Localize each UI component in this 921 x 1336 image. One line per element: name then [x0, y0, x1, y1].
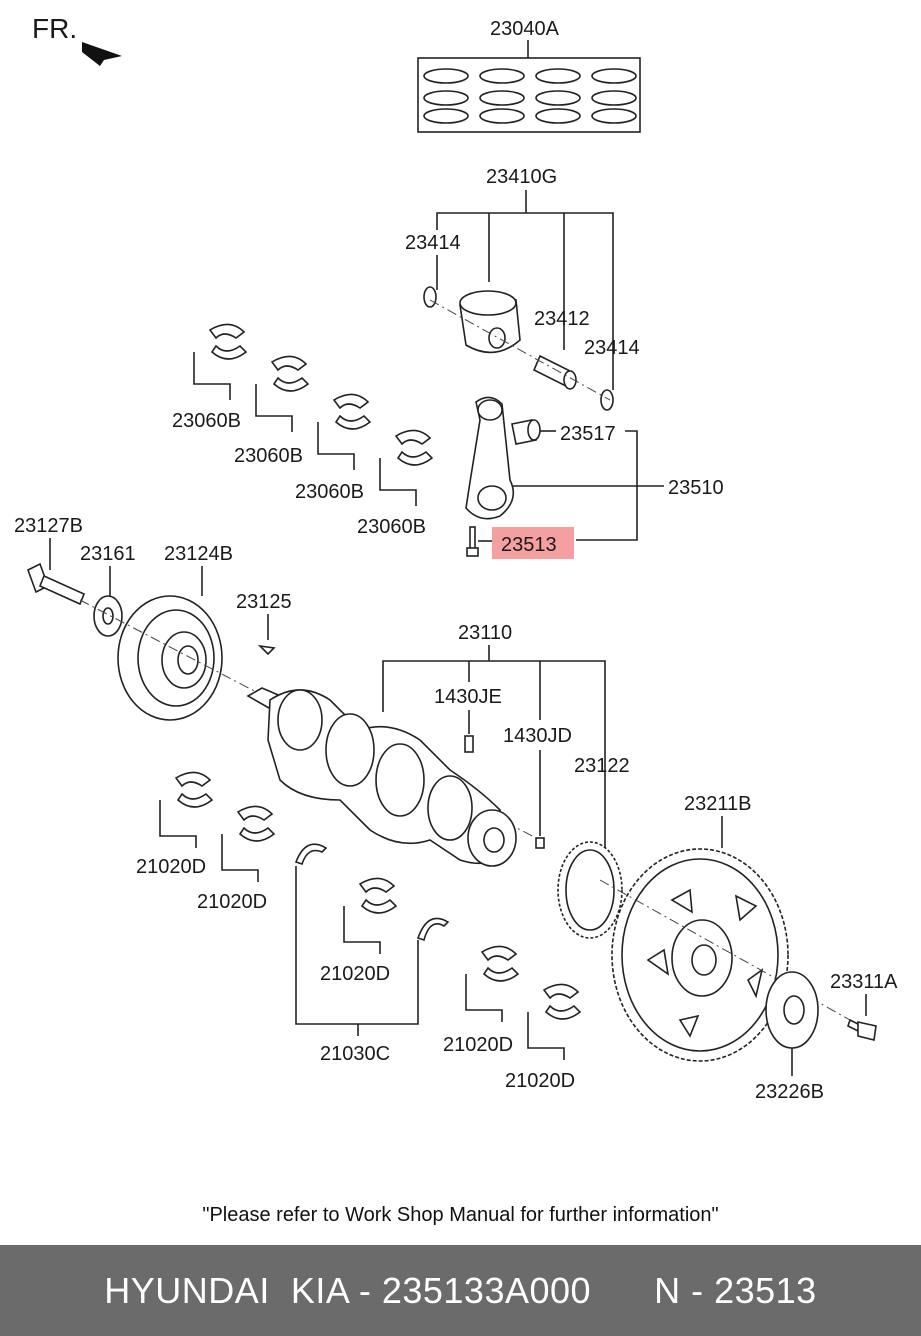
- crankshaft-icon: [246, 687, 517, 867]
- orientation-label: FR.: [32, 13, 77, 44]
- part-label-23510[interactable]: 23510: [668, 477, 724, 499]
- part-label-21020D-1[interactable]: 21020D: [136, 856, 206, 878]
- part-label-21020D-5[interactable]: 21020D: [505, 1070, 575, 1092]
- footer-bar: HYUNDAI KIA - 235133A000 N - 23513: [0, 1245, 921, 1336]
- part-label-23122[interactable]: 23122: [574, 755, 630, 777]
- pilot-pin-icon: [535, 837, 545, 849]
- reluctor-ring-icon: [557, 841, 623, 939]
- dowel-pin-icon: [464, 735, 474, 753]
- bearing-shells-23060B: [193, 323, 434, 506]
- bushing-icon: [511, 419, 541, 445]
- part-label-21020D-4[interactable]: 21020D: [443, 1034, 513, 1056]
- part-label-1430JD[interactable]: 1430JD: [503, 725, 572, 747]
- rod-bolt-icon: [466, 526, 479, 557]
- main-bearing-shells-21020D: [159, 771, 582, 1060]
- piston-rings-icon: [423, 68, 637, 124]
- part-label-23517[interactable]: 23517: [560, 423, 616, 445]
- part-label-23127B[interactable]: 23127B: [14, 515, 83, 537]
- part-label-23412[interactable]: 23412: [534, 308, 590, 330]
- thrust-washers-icon: [294, 843, 450, 942]
- snap-ring-left-icon: [423, 286, 437, 308]
- footer-spacer: [591, 1270, 654, 1312]
- part-label-23161[interactable]: 23161: [80, 543, 136, 565]
- crank-bolt-icon: [27, 562, 86, 606]
- part-label-23125[interactable]: 23125: [236, 591, 292, 613]
- part-label-1430JE[interactable]: 1430JE: [434, 686, 502, 708]
- snap-ring-right-icon: [600, 389, 614, 411]
- parts-diagram: FR. 23040A 23410G 23414 23412 23414: [14, 13, 898, 1103]
- part-label-23226B[interactable]: 23226B: [755, 1081, 824, 1103]
- part-label-23060B-4[interactable]: 23060B: [357, 516, 426, 538]
- part-label-21020D-3[interactable]: 21020D: [320, 963, 390, 985]
- piston-ring-set-box: [417, 57, 641, 133]
- part-label-23060B-1[interactable]: 23060B: [172, 410, 241, 432]
- part-label-23060B-3[interactable]: 23060B: [295, 481, 364, 503]
- part-label-21020D-2[interactable]: 21020D: [197, 891, 267, 913]
- part-label-23124B[interactable]: 23124B: [164, 543, 233, 565]
- part-label-23513[interactable]: 23513: [501, 534, 557, 556]
- part-label-23040A[interactable]: 23040A: [490, 18, 560, 40]
- workshop-manual-note: "Please refer to Work Shop Manual for fu…: [202, 1204, 719, 1226]
- adapter-plate-icon: [765, 971, 819, 1049]
- part-label-21030C[interactable]: 21030C: [320, 1043, 390, 1065]
- front-arrow-icon: [82, 42, 122, 66]
- footer-part-number: HYUNDAI KIA - 235133A000: [104, 1269, 592, 1311]
- part-label-23211B[interactable]: 23211B: [684, 793, 751, 815]
- part-label-23414-right[interactable]: 23414: [584, 337, 640, 359]
- part-label-23060B-2[interactable]: 23060B: [234, 445, 303, 467]
- woodruff-key-icon: [257, 644, 276, 656]
- part-label-23311A[interactable]: 23311A: [830, 971, 898, 993]
- flywheel-icon: [611, 848, 789, 1062]
- part-label-23110[interactable]: 23110: [458, 622, 512, 644]
- part-label-23414-left[interactable]: 23414: [405, 232, 461, 254]
- piston-icon: [459, 290, 521, 354]
- highlight-23513: [492, 527, 574, 559]
- part-label-23410G[interactable]: 23410G: [486, 166, 557, 188]
- connecting-rod-icon: [465, 396, 515, 520]
- piston-pin-icon: [532, 354, 577, 390]
- crankshaft-pulley-icon: [117, 595, 223, 721]
- flywheel-bolt-icon: [847, 1018, 877, 1041]
- footer-ref-number: N - 23513: [654, 1269, 817, 1311]
